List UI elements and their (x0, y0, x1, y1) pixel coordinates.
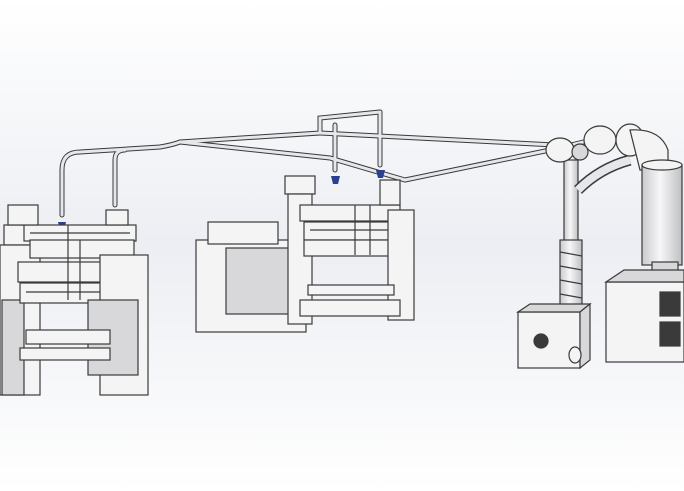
machine-left (0, 204, 149, 396)
machine-middle (195, 175, 415, 333)
filter-unit (604, 129, 684, 363)
vertical-duct (545, 123, 645, 311)
fan-unit (516, 302, 592, 370)
